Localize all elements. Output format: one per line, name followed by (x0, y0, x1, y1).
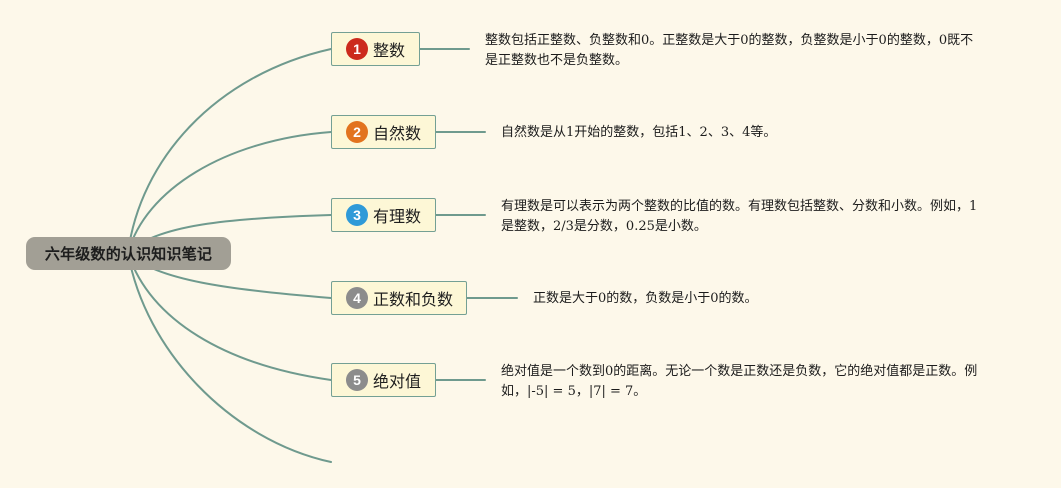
topic-label: 有理数 (373, 207, 422, 226)
number-badge-icon: 2 (346, 121, 368, 143)
connector-branch-6 (127, 252, 332, 463)
topic-rational-numbers[interactable]: 3 有理数 (331, 198, 436, 232)
note-positive-negative: 正数是大于0的数，负数是小于0的数。 (533, 291, 758, 306)
note-integers: 整数包括正整数、负整数和0。正整数是大于0的整数，负整数是小于0的整数，0既不是… (485, 33, 974, 68)
note-natural-numbers: 自然数是从1开始的整数，包括1、2、3、4等。 (501, 125, 777, 140)
topic-label: 正数和负数 (373, 290, 454, 309)
topic-label: 绝对值 (373, 372, 422, 391)
root-topic[interactable]: 六年级数的认识知识笔记 (26, 237, 231, 270)
topic-label: 自然数 (373, 124, 422, 143)
number-badge-icon: 3 (346, 204, 368, 226)
number-badge-icon: 4 (346, 287, 368, 309)
topic-label: 整数 (373, 41, 406, 60)
connector-branch-5 (127, 252, 332, 381)
note-rational-numbers: 有理数是可以表示为两个整数的比值的数。有理数包括整数、分数和小数。例如，1是整数… (501, 199, 978, 234)
number-badge-icon: 1 (346, 38, 368, 60)
note-absolute-value: 绝对值是一个数到0的距离。无论一个数是正数还是负数，它的绝对值都是正数。例如，|… (501, 364, 978, 399)
connector-branch-1 (127, 48, 332, 254)
topic-absolute-value[interactable]: 5 绝对值 (331, 363, 436, 397)
topic-positive-negative[interactable]: 4 正数和负数 (331, 281, 467, 315)
number-badge-icon: 5 (346, 369, 368, 391)
topic-natural-numbers[interactable]: 2 自然数 (331, 115, 436, 149)
root-topic-label: 六年级数的认识知识笔记 (44, 245, 213, 263)
connector-branch-2 (127, 131, 332, 254)
topic-integers[interactable]: 1 整数 (331, 32, 420, 66)
